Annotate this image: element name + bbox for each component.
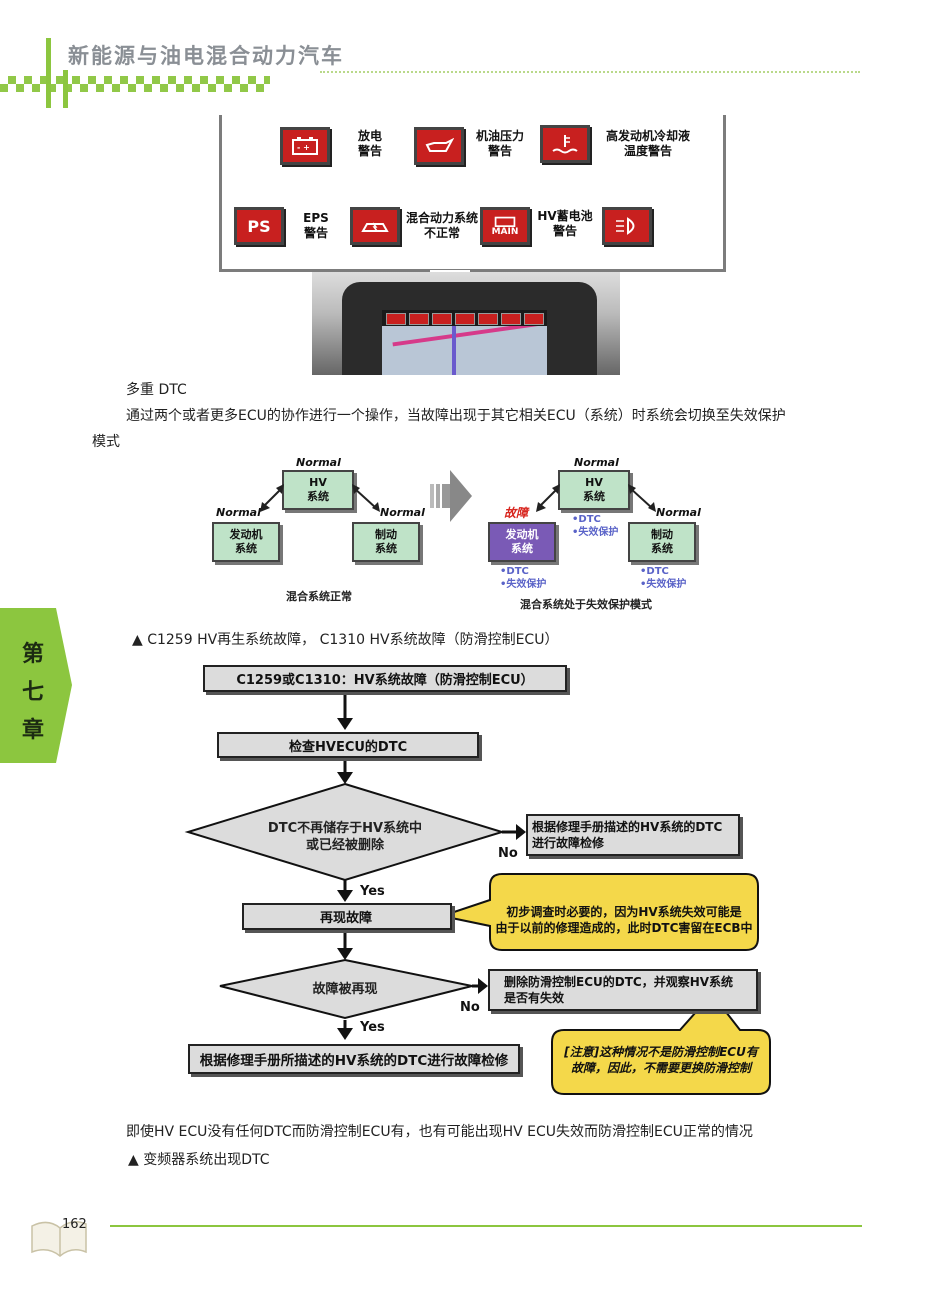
hybrid-car-icon xyxy=(350,207,400,245)
dtc-note: •DTC•失效保护 xyxy=(572,514,619,538)
header-checker-pattern xyxy=(0,76,270,92)
dashboard-photo xyxy=(312,272,620,375)
paragraph-line: 即使HV ECU没有任何DTC而防滑控制ECU有，也有可能出现HV ECU失效而… xyxy=(126,1124,753,1140)
no-label: No xyxy=(460,1000,480,1015)
paragraph-line: 通过两个或者更多ECU的协作进行一个操作，当故障出现于其它相关ECU（系统）时系… xyxy=(126,408,786,424)
headlight-icon xyxy=(602,207,652,245)
no-label: No xyxy=(498,846,518,861)
header-dotted-rule xyxy=(320,71,860,73)
fault-label: 故障 xyxy=(504,506,529,520)
yes-label: Yes xyxy=(360,1020,385,1035)
flow-note-2: [注意]这种情况不是防滑控制ECU有故障，因此，不需要更换防滑控制 xyxy=(564,1045,758,1075)
normal-label: Normal xyxy=(216,506,261,519)
diagram-arrows-left xyxy=(260,484,380,512)
flow-step-reproduce: 再现故障 xyxy=(242,903,452,930)
main-battery-icon: MAIN xyxy=(480,207,530,245)
chapter-side-tab: 第 七 章 xyxy=(0,608,72,763)
hv-system-box: HV 系统 xyxy=(282,470,354,510)
engine-system-box-fault: 发动机 系统 xyxy=(488,522,556,562)
flow-no-box-2: 删除防滑控制ECU的DTC，并观察HV系统是否有失效 xyxy=(488,969,758,1011)
flow-decision-2: 故障被再现 xyxy=(312,982,378,997)
subheading-multi-dtc: 多重 DTC xyxy=(126,382,187,398)
flow-title-box: C1259或C1310：HV系统故障（防滑控制ECU） xyxy=(203,665,567,692)
hv-system-box: HV 系统 xyxy=(558,470,630,510)
warning-label: 机油压力警告 xyxy=(475,129,524,158)
brake-system-box: 制动 系统 xyxy=(352,522,420,562)
diagram-arrows-right xyxy=(536,484,656,512)
page-number: 162 xyxy=(62,1217,87,1232)
chapter-char: 章 xyxy=(22,718,45,743)
figure-caption: ▲ C1259 HV再生系统故障， C1310 HV系统故障（防滑控制ECU） xyxy=(132,632,559,648)
yes-label: Yes xyxy=(360,884,385,899)
warning-label: 高发动机冷却液温度警告 xyxy=(605,129,690,158)
svg-text:- +: - + xyxy=(297,143,310,152)
diagram-left-caption: 混合系统正常 xyxy=(286,590,352,603)
oil-can-icon xyxy=(414,127,464,165)
coolant-temp-icon xyxy=(540,125,590,163)
chapter-char: 七 xyxy=(22,680,45,705)
running-header-title: 新能源与油电混合动力汽车 xyxy=(68,44,344,68)
flow-final-box: 根据修理手册所描述的HV系统的DTC进行故障检修 xyxy=(188,1044,520,1074)
paragraph-line: 模式 xyxy=(92,434,120,450)
normal-label: Normal xyxy=(656,506,701,519)
flow-step-check-dtc: 检查HVECU的DTC xyxy=(217,732,479,758)
warning-label: HV蓄电池警告 xyxy=(537,209,593,238)
ps-text-icon: PS xyxy=(234,207,284,245)
dtc-note: •DTC•失效保护 xyxy=(500,566,547,590)
open-book-icon xyxy=(31,1221,87,1257)
flowchart-connectors xyxy=(184,692,771,1095)
flow-note-1: 初步调查时必要的，因为HV系统失效可能是由于以前的修理造成的，此时DTC害留在E… xyxy=(495,905,753,935)
battery-icon: - + xyxy=(280,127,330,165)
warning-label: 放电警告 xyxy=(357,129,382,158)
normal-label: Normal xyxy=(574,456,619,469)
brake-system-box: 制动 系统 xyxy=(628,522,696,562)
normal-label: Normal xyxy=(380,506,425,519)
diagram-right-caption: 混合系统处于失效保护模式 xyxy=(520,598,652,611)
chapter-char: 第 xyxy=(22,642,45,667)
dtc-note: •DTC•失效保护 xyxy=(640,566,687,590)
engine-system-box: 发动机 系统 xyxy=(212,522,280,562)
flow-decision-1: DTC不再储存于HV系统中或已经被删除 xyxy=(267,821,423,853)
normal-label: Normal xyxy=(296,456,341,469)
warning-label: 混合动力系统不正常 xyxy=(405,211,478,240)
footer-rule xyxy=(110,1225,862,1227)
header-accent-bar xyxy=(46,38,51,108)
figure-caption: ▲ 变频器系统出现DTC xyxy=(128,1152,270,1168)
transition-arrow-icon xyxy=(430,470,472,522)
